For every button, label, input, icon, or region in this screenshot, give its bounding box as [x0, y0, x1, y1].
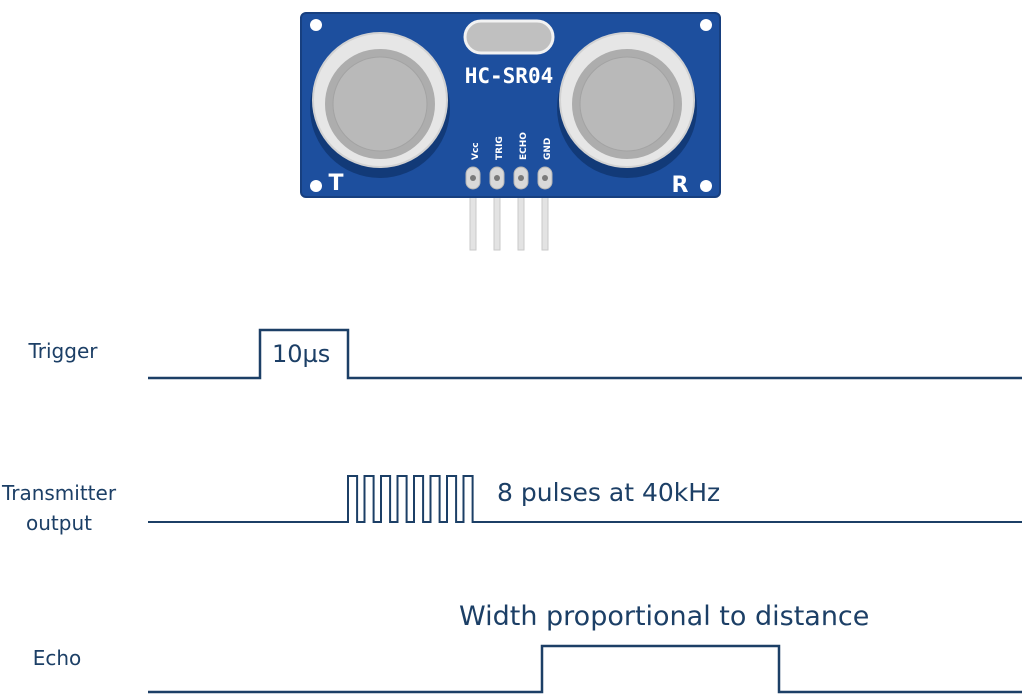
- transmitter-label-line1: Transmitter: [1, 481, 117, 505]
- transmitter-label-line2: output: [26, 511, 92, 535]
- receiver-mark: R: [672, 173, 689, 198]
- transmitter-burst-annotation: 8 pulses at 40kHz: [497, 478, 721, 507]
- crystal-oscillator: [463, 19, 555, 55]
- trigger-label: Trigger: [28, 339, 98, 363]
- echo-label: Echo: [32, 646, 82, 670]
- mounting-hole-icon: [700, 180, 712, 192]
- trigger-pulse-duration: 10µs: [272, 340, 331, 368]
- echo-width-annotation: Width proportional to distance: [459, 601, 870, 632]
- pin-label-trig: TRIG: [495, 136, 505, 160]
- mounting-hole-icon: [310, 19, 322, 31]
- hc-sr04-module: HC-SR04 T R Vcc TRIG ECHO GND: [300, 12, 721, 251]
- board-model-label: HC-SR04: [465, 64, 554, 88]
- transmitter-mark: T: [328, 171, 343, 196]
- transmitter-transducer: [310, 32, 450, 178]
- pin-label-echo: ECHO: [519, 132, 529, 160]
- mounting-hole-icon: [310, 180, 322, 192]
- transmitter-label: Transmitter output: [0, 478, 118, 538]
- pin-label-vcc: Vcc: [471, 142, 481, 160]
- transmitter-waveform: [148, 475, 1022, 523]
- receiver-transducer: [557, 32, 697, 178]
- trigger-waveform: [148, 328, 1022, 380]
- pin-label-gnd: GND: [543, 138, 553, 160]
- echo-waveform: [148, 644, 1022, 694]
- mounting-hole-icon: [700, 19, 712, 31]
